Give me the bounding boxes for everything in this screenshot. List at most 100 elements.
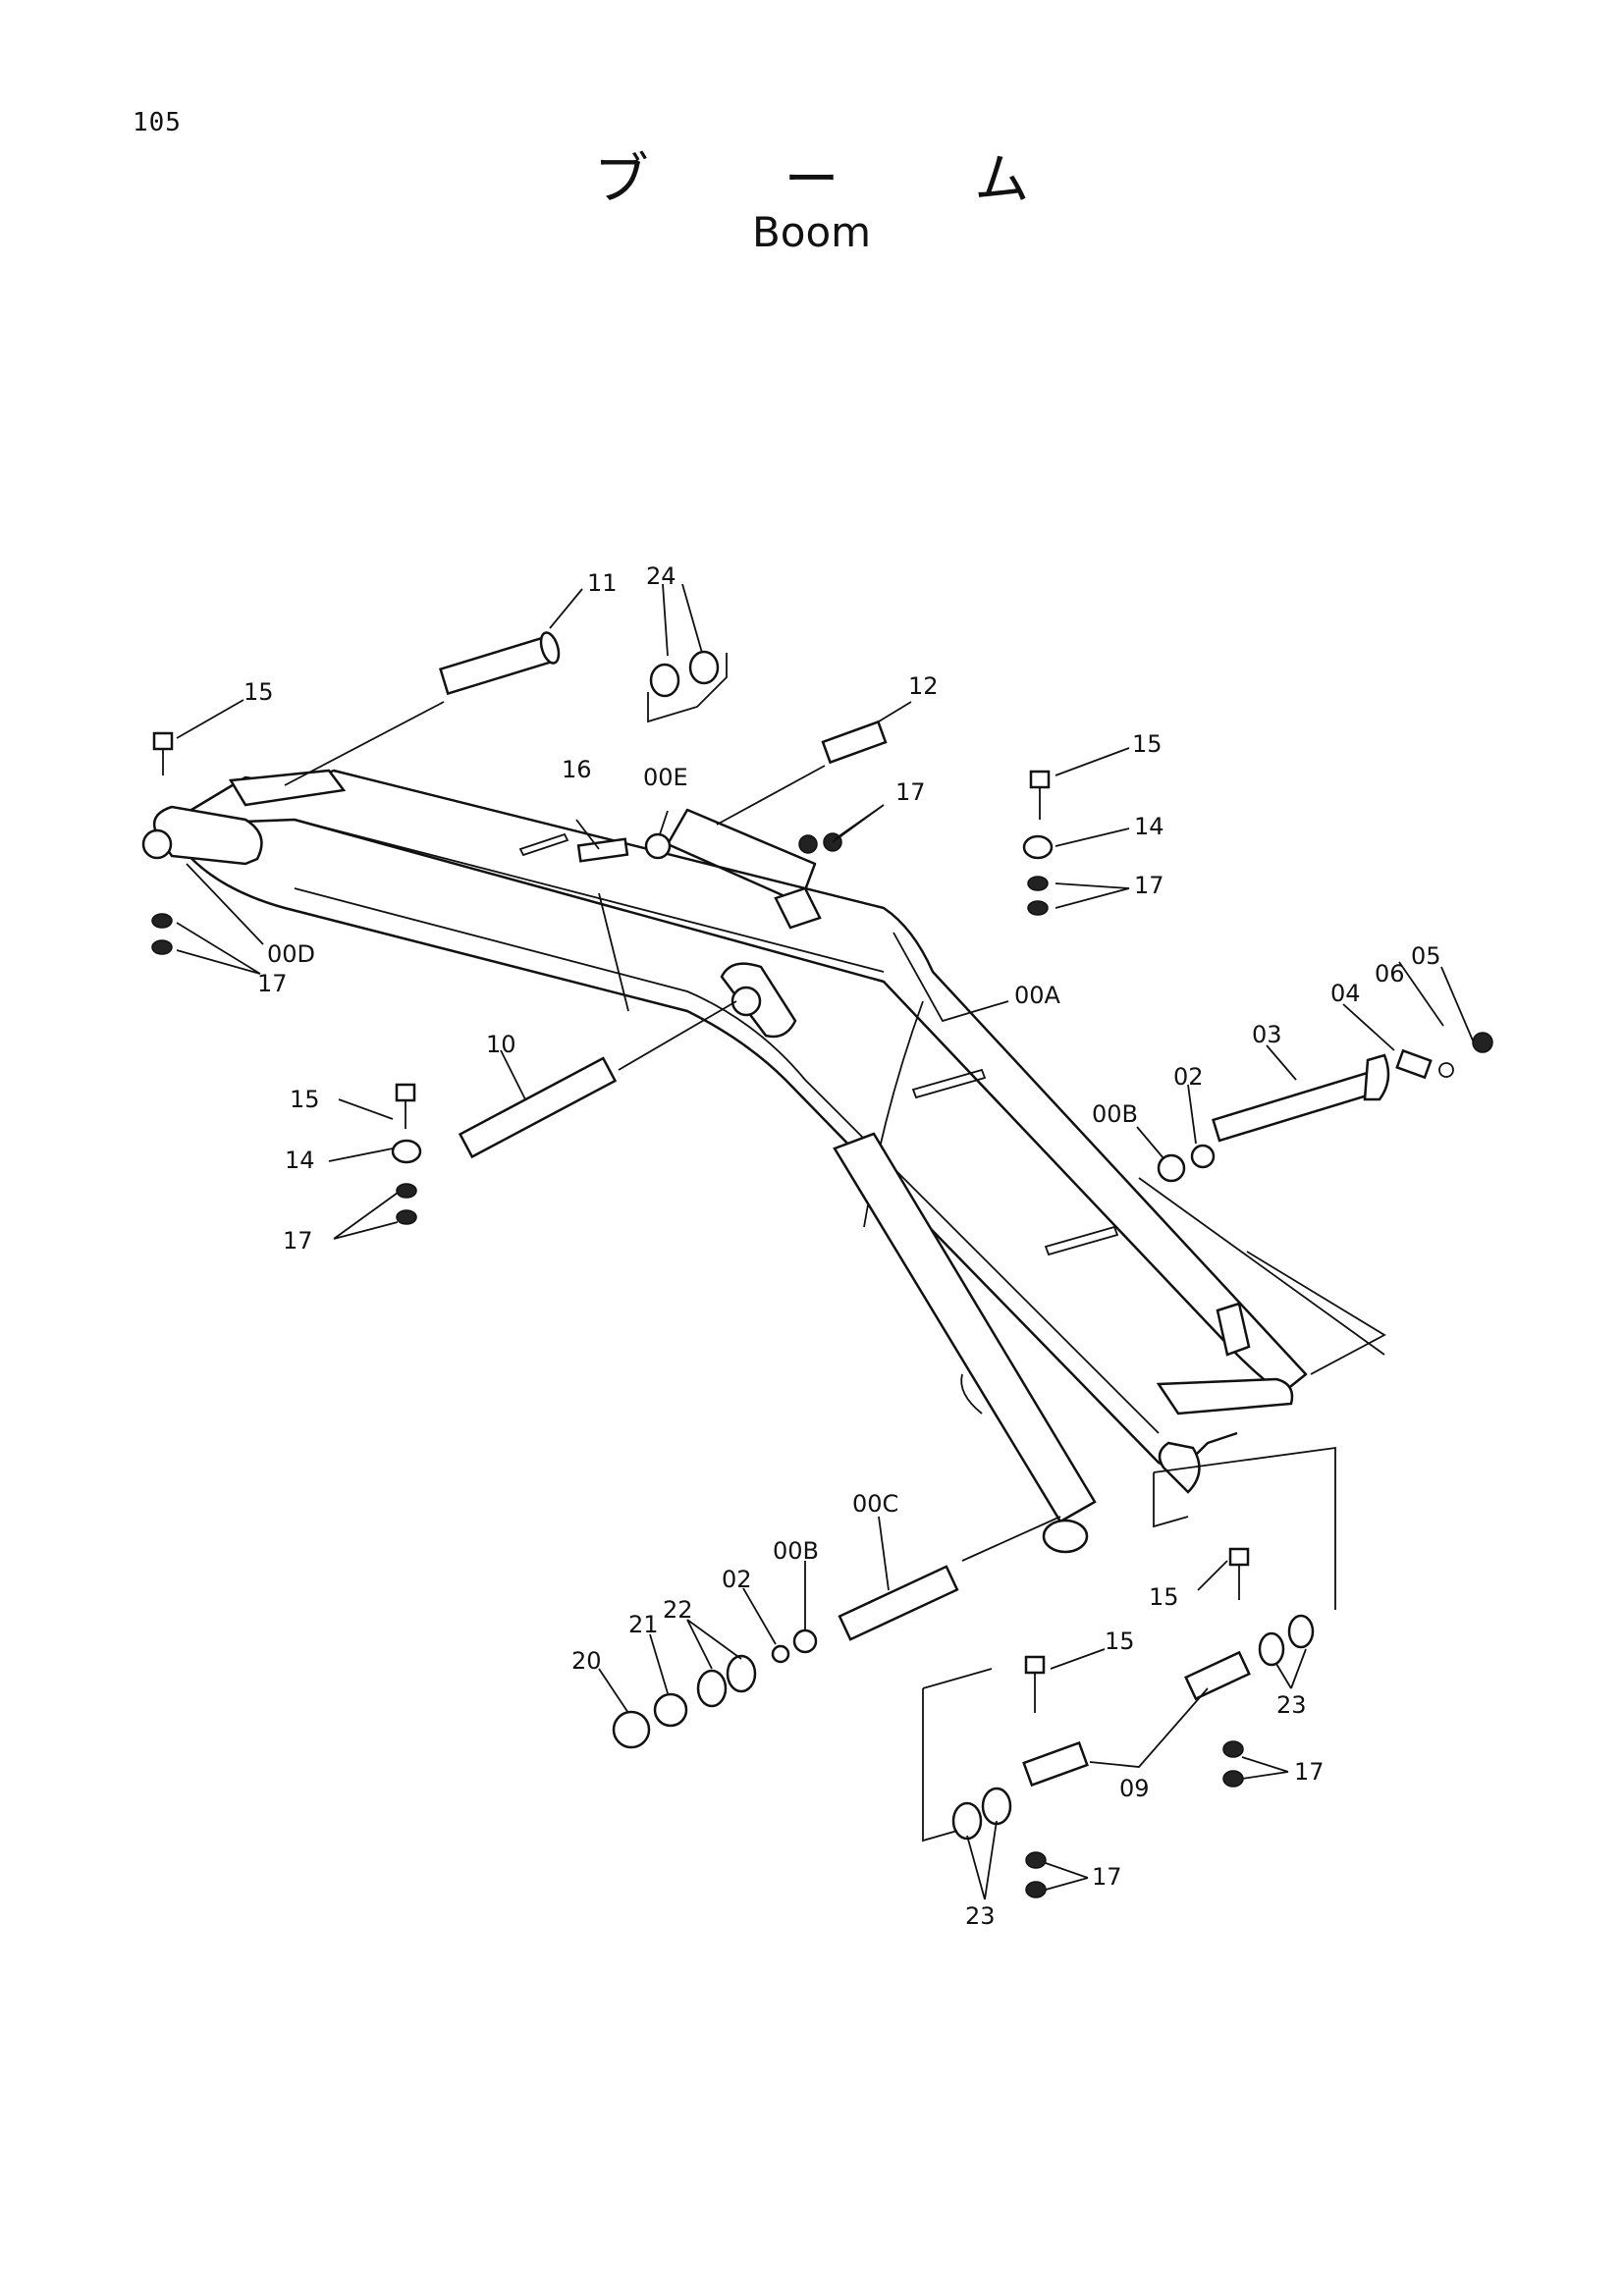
callout-02-lower: 02	[722, 1566, 752, 1593]
washers-24	[649, 650, 720, 698]
callout-06: 06	[1375, 960, 1405, 988]
callout-15-front: 15	[1132, 730, 1163, 758]
callout-23-lower: 23	[965, 1902, 996, 1930]
washer-02-lower	[771, 1644, 790, 1664]
boom-side-face	[165, 824, 1238, 1474]
boom-foot-bore	[141, 828, 173, 860]
callout-00D: 00D	[267, 940, 315, 968]
bushing-14-left	[391, 1139, 422, 1164]
callout-11: 11	[587, 569, 618, 597]
leader-12-line	[716, 765, 826, 826]
boom-front-tube	[1156, 1377, 1294, 1415]
callout-00E: 00E	[643, 764, 688, 791]
pin-11	[439, 631, 561, 696]
boom-mid-bore	[730, 986, 762, 1017]
cylinder-line	[960, 1373, 983, 1415]
pin-09-lower	[1022, 1740, 1089, 1788]
callout-14-left: 14	[285, 1147, 315, 1174]
callout-15-lowright: 15	[1149, 1583, 1179, 1611]
pin-10	[458, 1056, 618, 1159]
callout-23-upper: 23	[1276, 1691, 1307, 1719]
callout-00A: 00A	[1014, 982, 1061, 1009]
nuts-17-lowmid	[1025, 1851, 1047, 1898]
boom-top-block	[774, 886, 822, 930]
bolt-15-lowmid	[1024, 1655, 1046, 1713]
cylinder-rod-eye	[1042, 1519, 1089, 1554]
bracket-lines-upper	[1153, 1446, 1336, 1610]
callout-24: 24	[646, 562, 676, 590]
boom-slot-3	[518, 832, 569, 857]
leader-lines	[176, 583, 1474, 1900]
boom-body	[141, 769, 1308, 1494]
callout-17-lowright: 17	[1294, 1758, 1325, 1786]
callout-10: 10	[486, 1031, 516, 1058]
pin-00C	[838, 1565, 959, 1641]
callout-16: 16	[562, 756, 592, 783]
leader-09-lines	[1089, 1687, 1209, 1768]
boom-slot-2	[1044, 1225, 1119, 1256]
callout-05: 05	[1411, 942, 1441, 970]
boom-top-edge	[165, 769, 1308, 1396]
boom-front-end	[1158, 1441, 1201, 1494]
leader-11-line	[284, 701, 445, 786]
nuts-17-rear	[151, 913, 173, 955]
bracket-lines-lower	[922, 1668, 993, 1842]
boom-top-line	[294, 819, 885, 973]
washer-21	[653, 1692, 688, 1728]
callout-09: 09	[1119, 1775, 1150, 1802]
callout-17-mid: 17	[895, 778, 926, 806]
ring-06	[1438, 1062, 1454, 1078]
callout-17-left: 17	[283, 1227, 313, 1255]
washer-22	[696, 1654, 757, 1708]
callout-17-front: 17	[1134, 872, 1164, 899]
page-number: 105	[133, 108, 182, 137]
boom-rear-plate	[228, 769, 347, 807]
bolt-15-left	[395, 1083, 416, 1129]
bolt-15-lowright	[1228, 1547, 1250, 1600]
callout-22: 22	[663, 1596, 693, 1624]
leader-upper-pin-group	[1138, 1177, 1386, 1375]
boom-side-line	[294, 887, 1160, 1434]
callout-00B-upper: 00B	[1092, 1100, 1138, 1128]
boom-foot-bracket	[152, 805, 263, 866]
bracket-lines-24	[647, 653, 728, 723]
callout-04: 04	[1330, 980, 1361, 1007]
pin-09-upper	[1184, 1650, 1251, 1701]
callout-17-rear: 17	[257, 970, 288, 997]
callout-12: 12	[908, 672, 939, 700]
nuts-17-lowright	[1222, 1740, 1244, 1788]
washers-23-upper	[1258, 1614, 1315, 1667]
callout-14-front: 14	[1134, 813, 1164, 840]
bolt-16	[576, 837, 629, 863]
callout-03: 03	[1252, 1021, 1282, 1048]
title-english: Boom	[751, 208, 872, 256]
bushing-00E	[644, 832, 672, 860]
leader-10-line	[618, 1000, 737, 1071]
bolt-15-rear	[152, 731, 174, 775]
cylinder-body	[833, 1132, 1097, 1523]
washer-02-upper	[1190, 1144, 1216, 1169]
callout-00B-lower: 00B	[773, 1537, 819, 1565]
pin-03	[1212, 1053, 1390, 1143]
callout-21: 21	[628, 1611, 659, 1638]
title-japanese: ブ ー ム	[593, 148, 1089, 212]
callout-17-lowmid: 17	[1092, 1863, 1122, 1891]
bolt-15-front	[1029, 770, 1051, 820]
callout-15-rear: 15	[243, 678, 274, 706]
boom-slot-1	[911, 1068, 987, 1099]
callout-02-upper: 02	[1173, 1063, 1204, 1091]
nuts-17-mid	[798, 832, 842, 854]
boom-upper-bracket	[666, 808, 817, 905]
nuts-17-left	[396, 1183, 417, 1225]
bushing-00B-upper	[1157, 1153, 1186, 1183]
boom-side-seam	[598, 892, 629, 1012]
bolt-05	[1472, 1032, 1493, 1053]
pin-12	[821, 720, 888, 765]
callout-20: 20	[571, 1647, 602, 1675]
leader-00C-line	[961, 1516, 1061, 1562]
boom-side-block	[1216, 1302, 1251, 1357]
bushing-14-front	[1022, 834, 1054, 860]
bushing-00B-lower	[792, 1629, 818, 1654]
washer-20	[612, 1710, 651, 1749]
callout-00C: 00C	[852, 1490, 898, 1518]
